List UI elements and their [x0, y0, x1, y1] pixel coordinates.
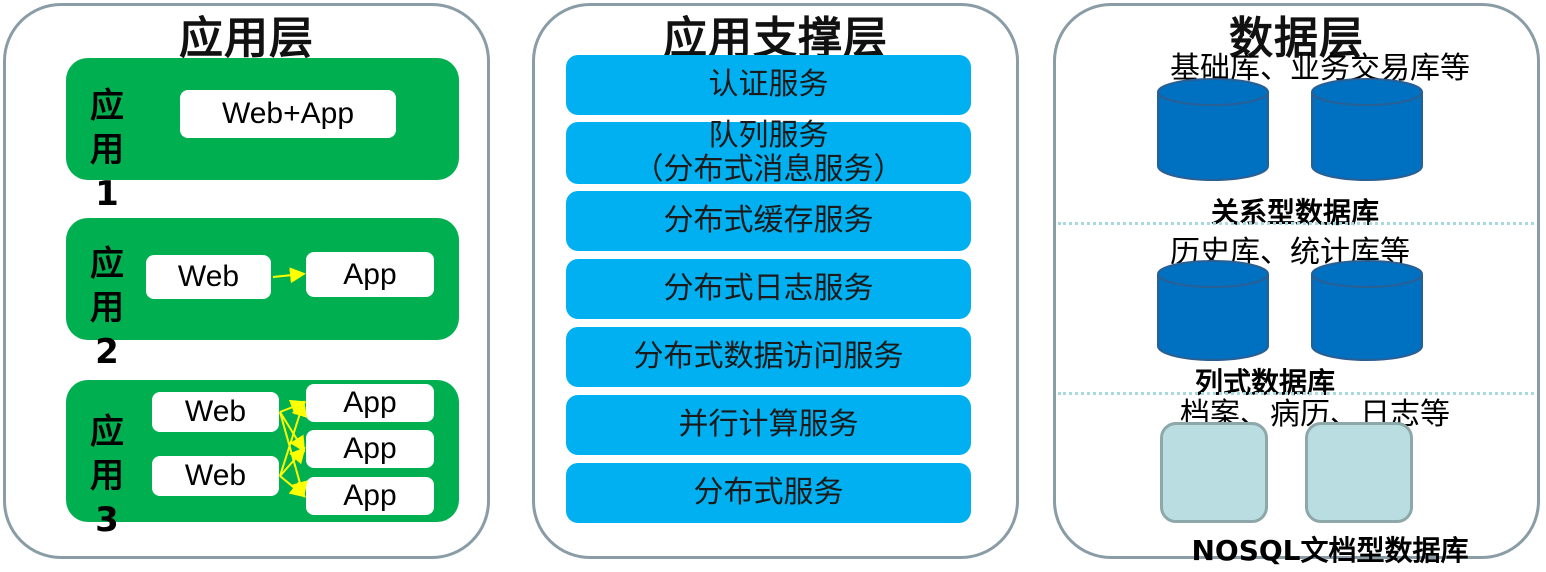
app-1-webapp-box: Web+App [180, 90, 396, 138]
app-3-app-box-1: App [306, 384, 434, 422]
service-data-access: 分布式数据访问服务 [566, 327, 971, 387]
data-layer-panel: 数据层 [1053, 3, 1540, 559]
app-2-label: 应 用 2 [90, 244, 124, 372]
document-db-icon-1 [1160, 422, 1268, 523]
app-3-label: 应 用 3 [90, 412, 124, 540]
data-layer-title: 数据层 [1229, 13, 1364, 64]
service-cache: 分布式缓存服务 [566, 191, 971, 251]
document-db-label: NOSQL文档型数据库 [1191, 534, 1469, 567]
relational-db-icon-1 [1157, 78, 1269, 181]
service-auth: 认证服务 [566, 55, 971, 115]
app-1-label: 应 用 1 [90, 86, 124, 214]
app-3-app-box-3: App [306, 477, 434, 515]
app-3-web-box-1: Web [152, 392, 279, 432]
app-3-web-box-2: Web [152, 456, 279, 496]
service-log: 分布式日志服务 [566, 259, 971, 319]
application-layer-title: 应用层 [179, 13, 314, 64]
app-2-web-box: Web [146, 255, 271, 299]
service-distributed: 分布式服务 [566, 463, 971, 523]
app-2-arrow [272, 267, 306, 284]
document-db-icon-2 [1305, 422, 1413, 523]
app-3-arrows [279, 399, 308, 498]
columnar-db-icon-1 [1157, 260, 1269, 361]
data-divider-1 [1058, 222, 1534, 225]
app-2-app-box: App [306, 252, 434, 297]
relational-db-icon-2 [1311, 78, 1423, 181]
columnar-db-icon-2 [1311, 260, 1423, 361]
service-queue: 队列服务 （分布式消息服务） [566, 119, 971, 187]
service-parallel-compute: 并行计算服务 [566, 395, 971, 455]
data-divider-2 [1058, 392, 1534, 395]
app-3-app-box-2: App [306, 430, 434, 468]
